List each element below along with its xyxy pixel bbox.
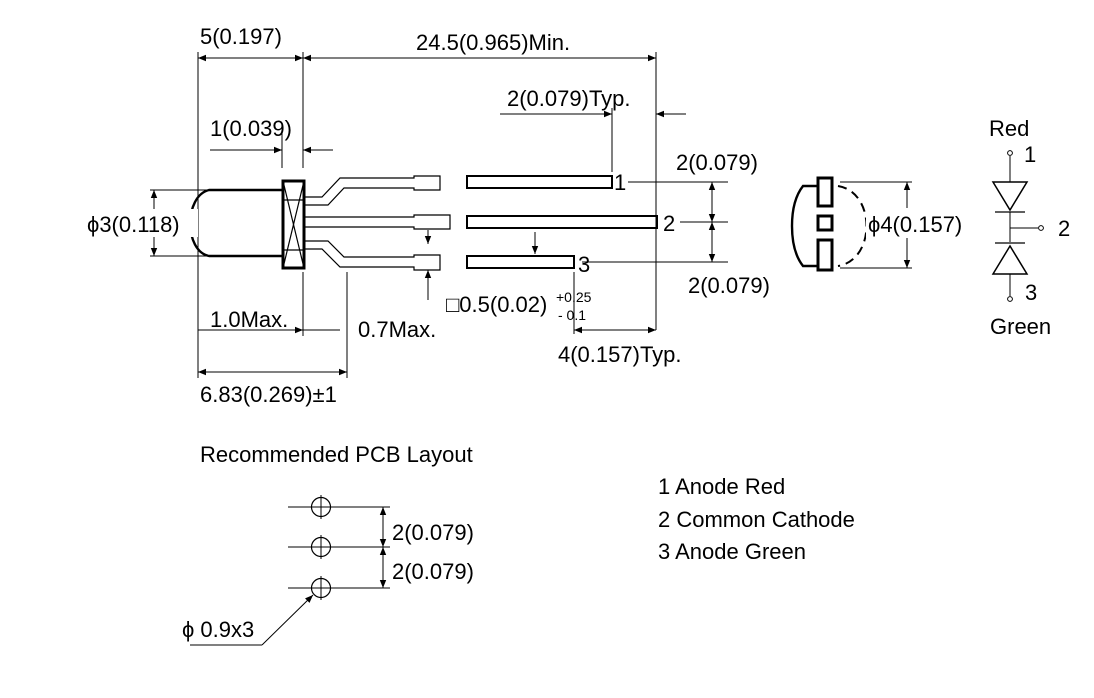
- diode-red: [991, 181, 1029, 212]
- schematic-pin-1-label: 1: [1024, 142, 1036, 167]
- end-view-pin-1: [816, 176, 834, 208]
- lead-1: [304, 175, 613, 206]
- pcb-pitch-upper: 2(0.079): [392, 520, 474, 545]
- dim-lead-square: □0.5(0.02): [446, 292, 547, 317]
- end-view-lens-outline: [837, 185, 868, 267]
- legend-item-3: 3 Anode Green: [658, 539, 806, 564]
- dim-lead-square-minus-tol: - 0.1: [558, 307, 586, 323]
- dim-body-diameter: ϕ4(0.157): [868, 212, 962, 237]
- pcb-pitch-lower: 2(0.079): [392, 559, 474, 584]
- schematic-red-label: Red: [989, 116, 1029, 141]
- schematic-green-label: Green: [990, 314, 1051, 339]
- schematic-pin-2-label: 2: [1058, 216, 1070, 241]
- side-view-dimensions: 5(0.197) 24.5(0.965)Min. 2(0.079)Typ. 1(…: [87, 24, 770, 407]
- end-view: ϕ4(0.157): [790, 176, 978, 272]
- dim-lens-diameter: ϕ3(0.118): [87, 212, 180, 237]
- dim-lead-step: 4(0.157)Typ.: [558, 342, 682, 367]
- pin-label-3: 3: [578, 252, 590, 277]
- dim-lead-thickness-max: 0.7Max.: [358, 317, 436, 342]
- pin-legend: 1 Anode Red 2 Common Cathode 3 Anode Gre…: [658, 474, 855, 564]
- diode-green: [991, 244, 1029, 275]
- legend-item-1: 1 Anode Red: [658, 474, 785, 499]
- schematic-pin-3-label: 3: [1025, 280, 1037, 305]
- legend-item-2: 2 Common Cathode: [658, 507, 855, 532]
- dim-flange-width: 1(0.039): [210, 116, 292, 141]
- pcb-layout: Recommended PCB Layout 2(0.079) 2(0.079)…: [182, 442, 474, 646]
- lead-3: [304, 240, 575, 271]
- dim-pin-pitch-lower: 2(0.079): [688, 273, 770, 298]
- side-view: 1 2 3: [189, 170, 675, 277]
- schematic-symbol: Red 1 2 3 Green: [989, 116, 1070, 339]
- pcb-hole-2: [288, 535, 390, 559]
- dim-flange-to-lens: 5(0.197): [200, 24, 282, 49]
- pin-label-2: 2: [663, 211, 675, 236]
- dim-lead-length: 24.5(0.965)Min.: [416, 30, 570, 55]
- pcb-hole-1: [288, 495, 360, 519]
- pin-label-1: 1: [614, 170, 626, 195]
- lead-2: [304, 214, 658, 230]
- dim-pin-pitch-upper: 2(0.079): [676, 150, 758, 175]
- dim-standoff-max: 1.0Max.: [210, 307, 288, 332]
- dim-lead-offset: 2(0.079)Typ.: [507, 86, 631, 111]
- pcb-hole-diameter: ϕ 0.9x3: [182, 617, 254, 642]
- dim-overall-body: 6.83(0.269)±1: [200, 382, 337, 407]
- pcb-title: Recommended PCB Layout: [200, 442, 473, 467]
- led-lens: [189, 188, 283, 258]
- dim-lead-square-plus-tol: +0.25: [556, 289, 592, 305]
- end-view-pin-2: [816, 214, 834, 232]
- pcb-hole-3: [288, 576, 390, 600]
- end-view-pin-3: [816, 238, 834, 272]
- end-view-outline: [790, 184, 820, 268]
